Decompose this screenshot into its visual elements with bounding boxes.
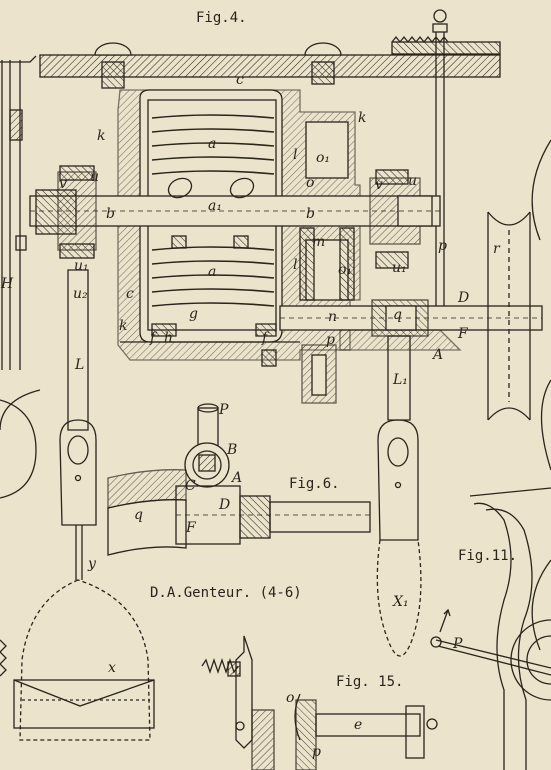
label-v-left: v bbox=[59, 176, 67, 192]
label-l-top: l bbox=[293, 147, 298, 163]
label-C: C bbox=[185, 478, 196, 494]
label-u-left: u bbox=[90, 169, 100, 185]
label-m: m bbox=[312, 234, 326, 250]
label-a-top: a bbox=[208, 136, 217, 152]
label-u1-left: u₁ bbox=[74, 258, 89, 274]
label-g: g bbox=[189, 306, 198, 322]
label-k-lower: k bbox=[119, 318, 128, 334]
label-u2: u₂ bbox=[73, 286, 88, 302]
label-f-left: f bbox=[150, 330, 156, 346]
label-P-fig6: P bbox=[219, 402, 229, 418]
fig11-caption: Fig.11. bbox=[458, 548, 518, 564]
label-k-left: k bbox=[97, 128, 106, 144]
label-H: H bbox=[1, 276, 14, 292]
label-B: B bbox=[227, 442, 238, 458]
label-a1: a₁ bbox=[208, 198, 222, 214]
label-e: e bbox=[354, 717, 363, 733]
label-o: o bbox=[306, 175, 315, 191]
label-f-right: f bbox=[262, 330, 268, 346]
label-h: h bbox=[164, 330, 174, 346]
fig15-caption: Fig. 15. bbox=[336, 674, 404, 690]
label-F-fig4: F bbox=[458, 326, 468, 342]
label-b-left: b bbox=[106, 206, 115, 222]
lever-L bbox=[0, 269, 155, 741]
fig4-caption: Fig.4. bbox=[196, 10, 247, 26]
pulley-r bbox=[487, 139, 551, 471]
label-p-lower: p bbox=[326, 332, 335, 348]
author-caption: D.A.Genteur. (4-6) bbox=[150, 585, 302, 601]
label-L1: L₁ bbox=[393, 372, 408, 388]
label-o1-top: o₁ bbox=[316, 150, 331, 166]
fig6-caption: Fig.6. bbox=[289, 476, 340, 492]
label-p-fig15: p bbox=[312, 744, 321, 760]
label-b-right: b bbox=[306, 206, 315, 222]
fig11-stand bbox=[430, 487, 551, 770]
label-a-bottom: a bbox=[208, 264, 217, 280]
label-o-fig15: o bbox=[286, 690, 295, 706]
label-o1-bottom: o₁ bbox=[338, 262, 353, 278]
label-r: r bbox=[493, 241, 500, 257]
label-c: c bbox=[236, 72, 244, 88]
label-c-lower: c bbox=[126, 286, 134, 302]
lever-L1 bbox=[376, 335, 422, 657]
label-y: y bbox=[88, 556, 96, 572]
label-X1: X₁ bbox=[393, 594, 409, 610]
label-v-right: v bbox=[375, 177, 383, 193]
fig15-detail bbox=[201, 635, 438, 770]
label-k-top: k bbox=[358, 110, 367, 126]
label-u-right: u bbox=[408, 173, 418, 189]
label-P-fig11: P bbox=[453, 636, 463, 652]
label-D-fig6: D bbox=[219, 497, 231, 513]
label-n: n bbox=[328, 309, 338, 325]
label-l-bottom: l bbox=[293, 257, 298, 273]
fig4-assembly bbox=[29, 9, 543, 404]
label-A-fig6: A bbox=[232, 470, 243, 486]
label-p-rod: p bbox=[438, 238, 447, 254]
label-F-fig6: F bbox=[186, 520, 196, 536]
label-q-fig6: q bbox=[134, 507, 143, 523]
label-A-fig4: A bbox=[433, 347, 444, 363]
label-D-fig4: D bbox=[458, 290, 470, 306]
label-L: L bbox=[75, 357, 85, 373]
label-x: x bbox=[108, 660, 116, 676]
left-edge-column bbox=[0, 55, 41, 499]
label-u1-right: u₁ bbox=[392, 260, 407, 276]
label-q-shaft: q bbox=[393, 307, 402, 323]
fig6-detail bbox=[107, 403, 371, 556]
